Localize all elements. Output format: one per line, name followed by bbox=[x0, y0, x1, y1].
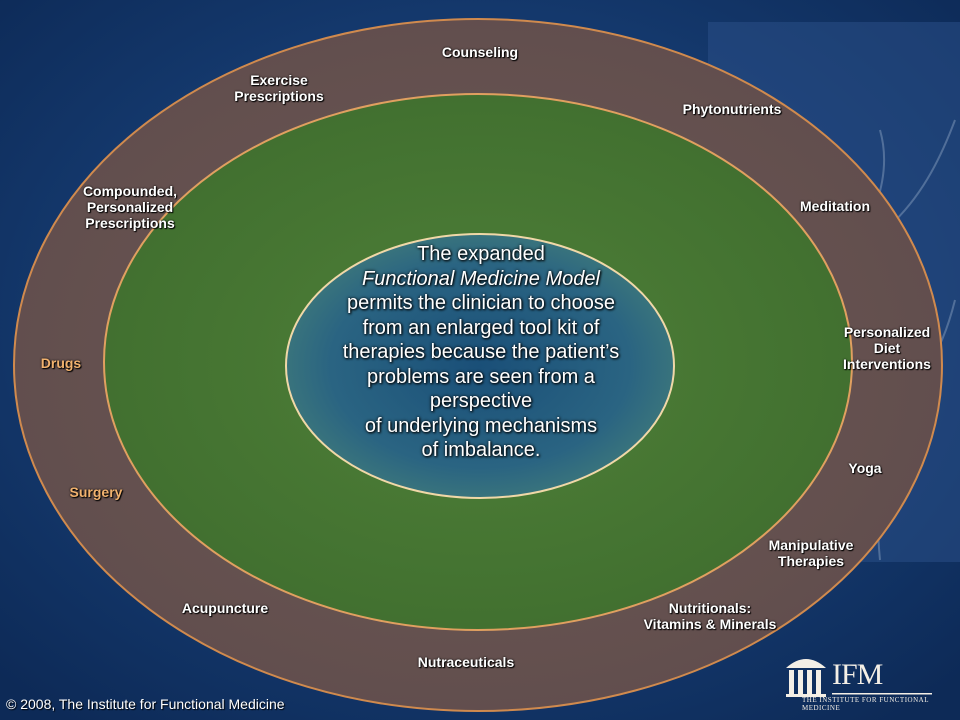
center-line-3: permits the clinician to choose bbox=[347, 292, 615, 314]
label-acupuncture: Acupuncture bbox=[181, 600, 269, 616]
label-manipulative-therapies: Manipulative Therapies bbox=[768, 537, 854, 569]
label-exercise-prescriptions: Exercise Prescriptions bbox=[234, 72, 324, 104]
center-line-5: therapies because the patient’s bbox=[342, 341, 620, 363]
center-line-4: from an enlarged tool kit of bbox=[362, 316, 600, 339]
logo-wordmark: IFM bbox=[832, 658, 883, 691]
center-line-model-name: Functional Medicine Model bbox=[362, 267, 600, 290]
logo-subtitle: THE INSTITUTE FOR FUNCTIONAL MEDICINE bbox=[802, 696, 929, 712]
center-line-7: perspective bbox=[429, 390, 533, 412]
center-line-1: The expanded bbox=[417, 243, 545, 265]
ifm-logo-icon bbox=[786, 659, 932, 697]
center-line-9: of imbalance. bbox=[421, 439, 541, 461]
label-personalized-diet: Personalized Diet Interventions bbox=[843, 324, 931, 372]
center-statement: The expanded Functional Medicine Model p… bbox=[300, 242, 662, 463]
center-ellipse bbox=[285, 233, 675, 499]
center-line-8: of underlying mechanisms bbox=[364, 414, 598, 437]
label-compounded-prescriptions: Compounded, Personalized Prescriptions bbox=[82, 183, 178, 231]
label-phytonutrients: Phytonutrients bbox=[682, 101, 782, 117]
center-line-6: problems are seen from a bbox=[367, 365, 595, 388]
label-nutraceuticals: Nutraceuticals bbox=[417, 654, 515, 670]
label-counseling: Counseling bbox=[441, 44, 519, 60]
label-drugs: Drugs bbox=[40, 355, 82, 371]
label-nutritionals: Nutritionals: Vitamins & Minerals bbox=[643, 600, 777, 632]
copyright-notice: © 2008, The Institute for Functional Med… bbox=[6, 696, 285, 712]
label-yoga: Yoga bbox=[848, 460, 882, 476]
label-surgery: Surgery bbox=[69, 484, 123, 500]
label-meditation: Meditation bbox=[800, 198, 870, 214]
